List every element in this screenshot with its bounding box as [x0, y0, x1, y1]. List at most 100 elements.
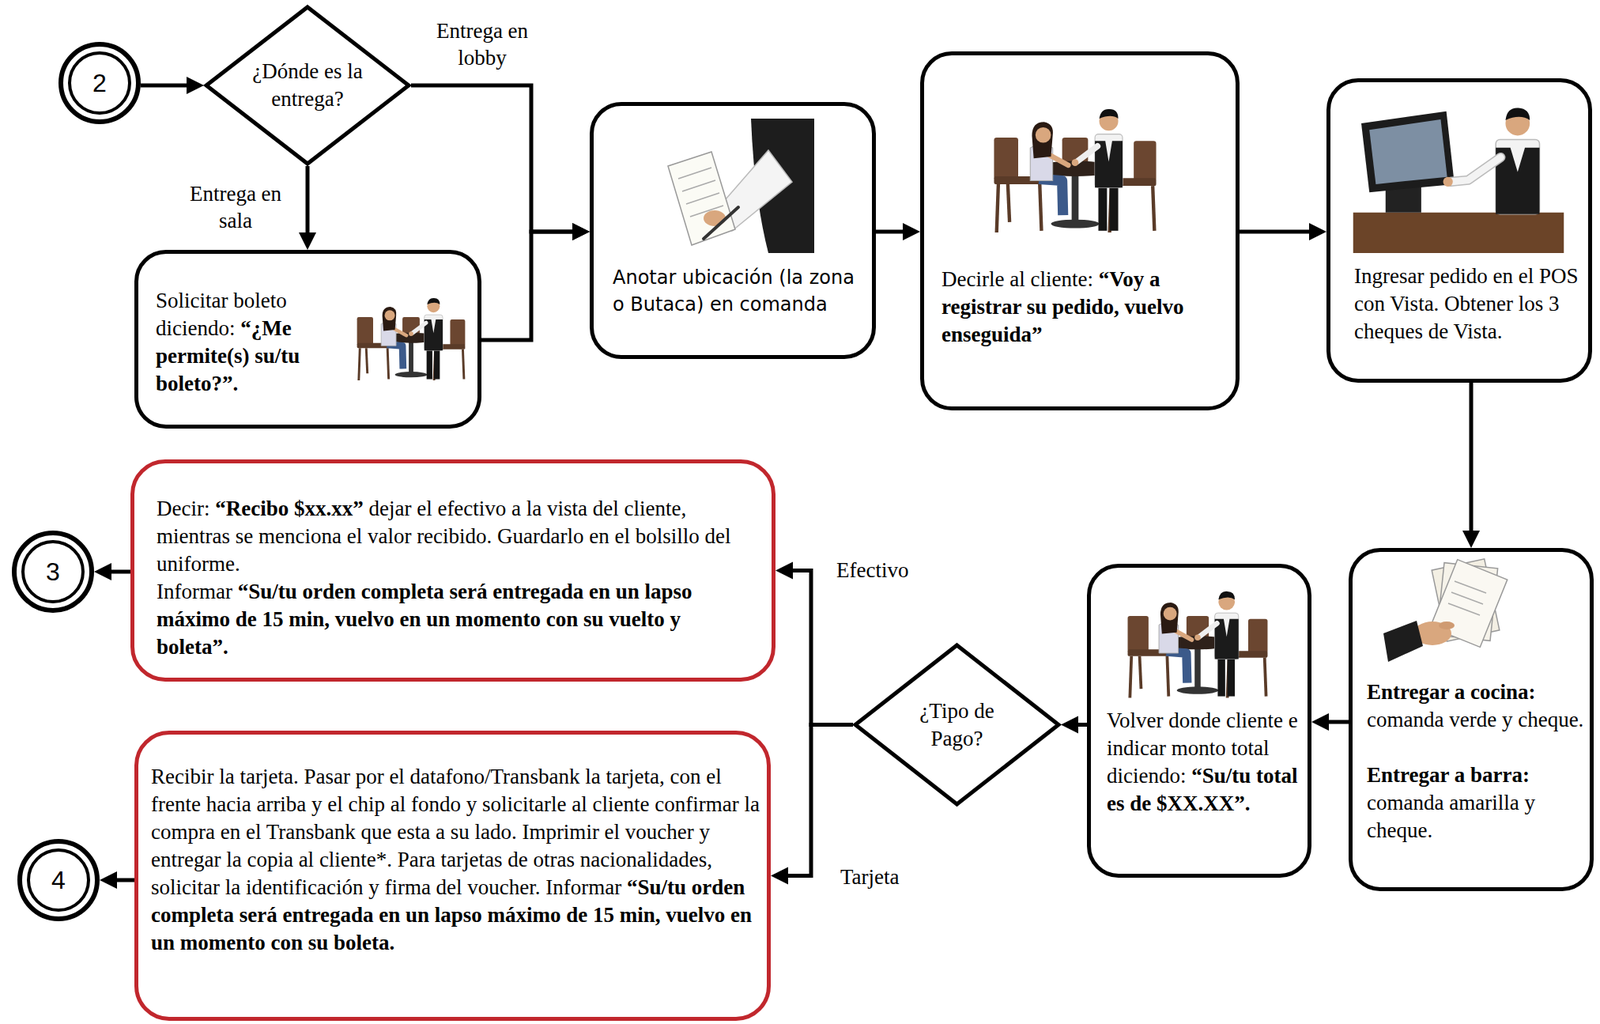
diamond-outline	[852, 642, 1061, 807]
payment-box: Recibir la tarjeta. Pasar por el datafon…	[134, 730, 771, 1021]
node-text: 3	[45, 557, 61, 586]
text-block: Decir:“Recibo $xx.xx”dejar el efectivo a…	[156, 494, 758, 661]
connector-line	[1469, 382, 1474, 533]
arrowhead	[1309, 222, 1327, 241]
node-text: Entregar a cocina:	[1366, 679, 1536, 704]
text-paragraph: ¿Dónde es la entrega?	[240, 57, 375, 114]
payment-box: Decir:“Recibo $xx.xx”dejar el efectivo a…	[130, 459, 776, 682]
text-paragraph: Volver donde cliente e indicar monto tot…	[1106, 706, 1303, 818]
connector-circle: 4	[17, 838, 100, 921]
process-box: Decirle al cliente:“Voy a registrar su p…	[920, 51, 1240, 411]
text-block: Anotar ubicación (la zona o Butaca) en c…	[612, 264, 866, 318]
connector	[481, 222, 590, 340]
edge-label: Entrega en sala	[180, 180, 291, 234]
arrowhead	[572, 222, 590, 241]
node-text: ¿Tipo de Pago?	[919, 698, 994, 751]
text-paragraph: Anotar ubicación (la zona o Butaca) en c…	[612, 264, 866, 318]
arrowhead	[572, 222, 590, 241]
process-box: Ingresar pedido en el POS con Vista. Obt…	[1326, 78, 1593, 383]
node-text: 4	[51, 865, 66, 895]
diamond-shape	[206, 7, 409, 164]
arrowhead	[1060, 716, 1079, 734]
connector-line	[140, 83, 189, 88]
connector	[1239, 222, 1327, 241]
connector	[140, 76, 204, 95]
arrowhead	[186, 76, 204, 95]
outer-ring	[60, 44, 139, 122]
connector-line	[1239, 230, 1311, 234]
process-box: Volver donde cliente e indicar monto tot…	[1086, 563, 1312, 878]
arrowhead	[902, 222, 921, 241]
text-paragraph: Solicitar boleto diciendo:“¿Me permite(s…	[155, 286, 346, 398]
text-block: 4	[17, 864, 100, 895]
edge-label: Efectivo	[836, 556, 940, 584]
text-paragraph: Entregar a barra: comanda amarilla y cheq…	[1366, 761, 1590, 845]
connector	[770, 724, 853, 885]
text-block: Volver donde cliente e indicar monto tot…	[1106, 706, 1303, 818]
inner-ring	[69, 52, 130, 114]
node-text: Ingresar pedido en el POS con Vista. Obt…	[1354, 264, 1578, 344]
text-block: ¿Dónde es la entrega?	[240, 57, 375, 114]
connector-line	[791, 570, 853, 725]
text-paragraph: Ingresar pedido en el POS con Vista. Obt…	[1354, 262, 1584, 346]
connector-line	[115, 878, 135, 883]
node-text: Decir:	[156, 496, 210, 521]
notepad-hand	[667, 118, 815, 253]
text-paragraph: 4	[17, 864, 100, 895]
connector-circle: 2	[58, 41, 141, 125]
edge-label: Tarjeta	[840, 863, 944, 891]
arrowhead	[770, 867, 789, 885]
connector	[411, 85, 590, 241]
connector-line	[786, 724, 853, 876]
text-block: Solicitar boleto diciendo:“¿Me permite(s…	[155, 286, 346, 398]
connector	[94, 562, 131, 581]
node-text: Informar	[156, 579, 233, 604]
node-text: 2	[92, 68, 107, 98]
connector	[1311, 713, 1349, 731]
arrowhead	[1311, 713, 1329, 731]
connector-line	[109, 569, 131, 574]
node-text: Decirle al cliente:	[941, 267, 1094, 291]
node-text: Entregar a barra:	[1366, 762, 1530, 787]
inner-ring	[22, 541, 84, 602]
text-block: 3	[11, 556, 95, 587]
connector-line	[411, 85, 574, 232]
node-text: Anotar ubicación (la zona o Butaca) en c…	[612, 266, 855, 316]
connector	[1462, 382, 1480, 548]
node-text: “Su/tu orden completa será entregada en …	[156, 579, 692, 659]
text-paragraph: Decir:“Recibo $xx.xx”dejar el efectivo a…	[156, 494, 758, 578]
text-block: Recibir la tarjeta. Pasar por el datafon…	[150, 762, 765, 957]
diamond-outline	[203, 4, 412, 167]
text-block: Entregar a cocina:comanda verde y cheque…	[1366, 678, 1590, 845]
connector	[775, 562, 853, 725]
table-scene	[993, 109, 1156, 233]
text-block: Ingresar pedido en el POS con Vista. Obt…	[1354, 262, 1584, 346]
arrowhead	[298, 232, 317, 250]
connector-circle: 3	[11, 530, 95, 613]
text-paragraph: 3	[11, 556, 95, 587]
text-paragraph: 2	[58, 67, 141, 99]
connector-line	[875, 230, 905, 234]
decision-diamond: ¿Dónde es la entrega?	[203, 4, 412, 167]
node-text: “Recibo $xx.xx”	[215, 496, 363, 521]
text-paragraph: Recibir la tarjeta. Pasar por el datafon…	[150, 762, 765, 957]
node-text: comanda amarilla y cheque.	[1366, 790, 1536, 842]
text-block: 2	[58, 67, 141, 99]
text-block: Decirle al cliente:“Voy a registrar su p…	[941, 265, 1227, 349]
connector	[875, 222, 921, 241]
node-text: ¿Dónde es la entrega?	[252, 59, 363, 111]
text-block: ¿Tipo de Pago?	[905, 697, 1009, 753]
connector-line	[481, 231, 574, 340]
table-scene	[357, 298, 466, 381]
outer-ring	[19, 841, 98, 919]
diamond-shape	[855, 645, 1059, 804]
connector-line	[305, 166, 310, 234]
process-box: Entregar a cocina:comanda verde y cheque…	[1348, 547, 1594, 891]
text-paragraph: Decirle al cliente:“Voy a registrar su p…	[941, 265, 1227, 349]
arrowhead	[99, 871, 117, 889]
arrowhead	[1462, 530, 1480, 548]
connector	[1060, 716, 1087, 734]
decision-diamond: ¿Tipo de Pago?	[852, 642, 1061, 807]
text-paragraph: Informar“Su/tu orden completa será entre…	[156, 577, 758, 661]
